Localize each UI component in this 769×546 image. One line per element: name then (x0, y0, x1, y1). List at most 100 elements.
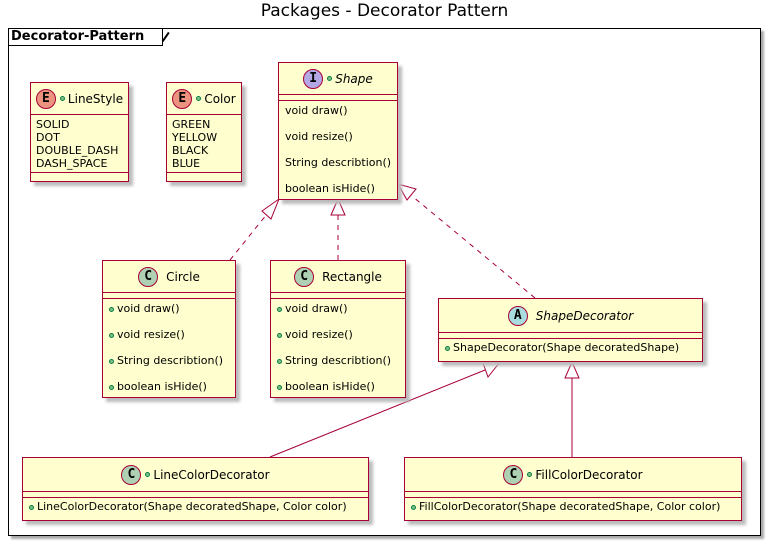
enum-value: BLUE (172, 157, 201, 170)
separator (271, 293, 405, 299)
class-name: Circle (166, 269, 200, 284)
public-marker (411, 504, 416, 510)
method-signature: void resize() (285, 328, 353, 341)
public-marker (277, 306, 282, 312)
class-name: LineColorDecorator (153, 467, 270, 482)
class-badge: C (294, 266, 315, 287)
method: FillColorDecorator(Shape decoratedShape,… (411, 500, 735, 513)
public-marker (109, 306, 114, 312)
method: ShapeDecorator(Shape decoratedShape) (445, 341, 696, 354)
realization-circle-shape (229, 203, 276, 261)
enum-badge: E (172, 88, 193, 109)
enum-value: BLACK (172, 144, 209, 157)
enum-value: DOT (36, 131, 60, 144)
separator (279, 95, 397, 101)
public-marker (527, 472, 533, 477)
enum-color: E Color GREEN YELLOW BLACK BLUE (166, 82, 242, 182)
method: void resize() (285, 130, 353, 143)
enum-color-header: E Color (167, 83, 241, 115)
public-marker (109, 358, 114, 364)
method-signature: ShapeDecorator(Shape decoratedShape) (453, 341, 680, 354)
method: String describtion() (277, 354, 399, 367)
interface-badge: I (303, 68, 324, 89)
public-marker (59, 96, 65, 101)
method: void draw() (277, 302, 399, 315)
method: void draw() (109, 302, 229, 315)
separator (23, 492, 368, 498)
public-marker (109, 384, 114, 390)
enum-linestyle-header: E LineStyle (31, 83, 128, 115)
method-signature: LineColorDecorator(Shape decoratedShape,… (37, 500, 347, 513)
enum-values: GREEN YELLOW BLACK BLUE (167, 115, 241, 172)
separator (31, 172, 128, 173)
enum-value: SOLID (36, 118, 70, 131)
package-name: Decorator-Pattern (9, 29, 164, 46)
method-signature: void draw() (285, 302, 348, 315)
class-fillcolordecorator-header: C FillColorDecorator (405, 458, 741, 492)
class-name: ShapeDecorator (535, 308, 634, 323)
method: void resize() (277, 328, 399, 341)
method: String describtion() (109, 354, 229, 367)
method: LineColorDecorator(Shape decoratedShape,… (29, 500, 362, 513)
method-list: FillColorDecorator(Shape decoratedShape,… (405, 498, 741, 515)
method-signature: String describtion() (285, 354, 392, 367)
class-name: Rectangle (322, 269, 382, 284)
realization-arrowhead (261, 197, 281, 220)
method-signature: void draw() (117, 302, 180, 315)
abstract-shapedecorator-header: A ShapeDecorator (439, 299, 702, 333)
public-marker (277, 384, 282, 390)
method-signature: boolean isHide() (117, 380, 207, 393)
class-circle: C Circle void draw() void resize() Strin… (102, 260, 236, 398)
public-marker (277, 332, 282, 338)
method-list: void draw() void resize() String describ… (103, 299, 235, 396)
class-linecolordecorator-header: C LineColorDecorator (23, 458, 368, 492)
inheritance-arrowhead (564, 360, 580, 379)
class-circle-header: C Circle (103, 261, 235, 293)
separator (167, 172, 241, 173)
method: void draw() (285, 104, 348, 117)
inheritance-arrowhead (482, 361, 502, 379)
class-rectangle: C Rectangle void draw() void resize() St… (270, 260, 406, 398)
method-list: void draw() void resize() String describ… (271, 299, 405, 396)
public-marker (145, 472, 151, 477)
method-list: void draw() void resize() String describ… (279, 101, 397, 198)
class-badge: C (503, 464, 524, 485)
interface-shape: I Shape void draw() void resize() String… (278, 62, 398, 200)
enum-badge: E (35, 88, 56, 109)
method: String describtion() (285, 156, 392, 169)
separator (405, 492, 741, 498)
method: void resize() (109, 328, 229, 341)
enum-name: LineStyle (67, 91, 124, 106)
diagram-title: Packages - Decorator Pattern (260, 1, 509, 21)
method: boolean isHide() (109, 380, 229, 393)
method-signature: String describtion() (117, 354, 224, 367)
public-marker (277, 358, 282, 364)
public-marker (327, 76, 333, 81)
separator (439, 333, 702, 339)
public-marker (109, 332, 114, 338)
realization-arrowhead (396, 183, 417, 201)
public-marker (196, 96, 202, 101)
separator (103, 293, 235, 299)
method-signature: boolean isHide() (285, 380, 375, 393)
inheritance-linecolor-shapedecorator (269, 369, 486, 458)
method-list: ShapeDecorator(Shape decoratedShape) (439, 339, 702, 356)
method-signature: FillColorDecorator(Shape decoratedShape,… (419, 500, 721, 513)
class-name: FillColorDecorator (535, 467, 643, 482)
interface-name: Shape (335, 71, 373, 86)
enum-value: DASH_SPACE (36, 157, 108, 170)
class-rectangle-header: C Rectangle (271, 261, 405, 293)
public-marker (445, 345, 450, 351)
realization-shapedecorator-shape (411, 195, 536, 299)
method-list: LineColorDecorator(Shape decoratedShape,… (23, 498, 368, 515)
enum-values: SOLID DOT DOUBLE_DASH DASH_SPACE (31, 115, 128, 172)
class-badge: C (138, 266, 159, 287)
enum-linestyle: E LineStyle SOLID DOT DOUBLE_DASH DASH_S… (30, 82, 129, 182)
class-badge: C (121, 464, 142, 485)
enum-value: YELLOW (172, 131, 218, 144)
public-marker (29, 504, 34, 510)
realization-arrowhead (330, 197, 346, 216)
abstract-shapedecorator: A ShapeDecorator ShapeDecorator(Shape de… (438, 298, 703, 362)
method: boolean isHide() (285, 182, 375, 195)
